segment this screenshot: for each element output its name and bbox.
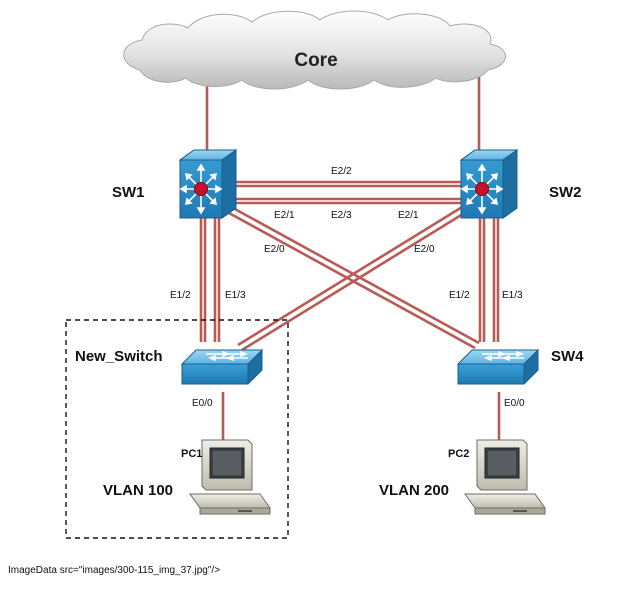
- core-label: Core: [294, 50, 337, 71]
- sw1-label: SW1: [112, 184, 145, 201]
- link-sw1-new-switch: [199, 212, 221, 342]
- port-label: E2/1: [398, 210, 419, 221]
- link-sw2-sw4: [478, 212, 500, 342]
- sw4-device[interactable]: [456, 348, 540, 385]
- pc1-label: PC1: [181, 448, 202, 460]
- sw4-label: SW4: [551, 348, 584, 365]
- link-sw1-sw4: [228, 206, 480, 350]
- port-label: E1/2: [449, 290, 470, 301]
- pc1-device[interactable]: [189, 439, 271, 515]
- pc2-label: PC2: [448, 448, 469, 460]
- new-switch-scope-box: [65, 319, 289, 539]
- switch-arrows-icon: [206, 350, 249, 362]
- switch-arrows-icon: [482, 350, 525, 362]
- link-sw1-sw2-bottom: [235, 197, 465, 205]
- port-label: E1/2: [170, 290, 191, 301]
- pc2-vlan-label: VLAN 200: [379, 482, 449, 499]
- sw2-label: SW2: [549, 184, 582, 201]
- port-label: E2/1: [274, 210, 295, 221]
- port-label: E2/0: [264, 244, 285, 255]
- sw1-device[interactable]: [178, 149, 238, 219]
- port-label: E1/3: [225, 290, 246, 301]
- pc2-device[interactable]: [464, 439, 546, 515]
- link-sw1-sw2-top: [235, 180, 465, 188]
- pc1-vlan-label: VLAN 100: [103, 482, 173, 499]
- image-data-caption: ImageData src="images/300-115_img_37.jpg…: [8, 565, 220, 576]
- port-label: E0/0: [504, 398, 525, 409]
- port-label: E2/2: [331, 166, 352, 177]
- core-cloud: Core: [123, 10, 506, 90]
- port-label: E1/3: [502, 290, 523, 301]
- new-switch-device[interactable]: [180, 348, 264, 385]
- link-sw2-new-switch: [237, 202, 472, 352]
- links: [199, 72, 501, 448]
- port-labels: E2/2 E2/1 E2/3 E2/1 E2/0 E2/0 E1/2 E1/3 …: [170, 166, 525, 409]
- port-label: E2/3: [331, 210, 352, 221]
- sw2-device[interactable]: [459, 149, 519, 219]
- port-label: E2/0: [414, 244, 435, 255]
- new-switch-label: New_Switch: [75, 348, 163, 365]
- port-label: E0/0: [192, 398, 213, 409]
